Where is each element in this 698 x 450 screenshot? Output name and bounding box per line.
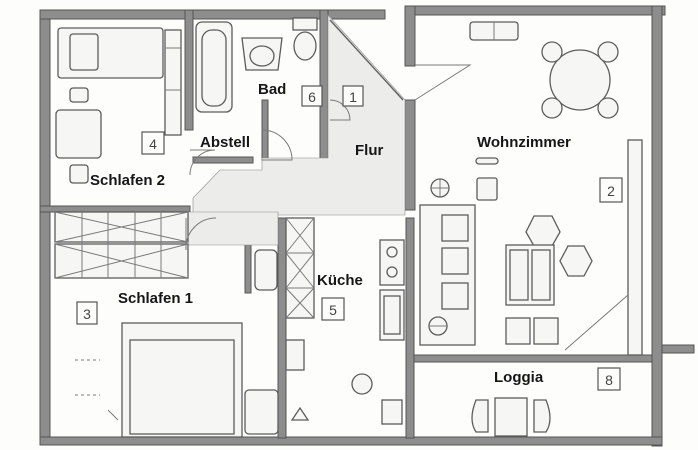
living-room-furniture xyxy=(419,21,643,356)
room-number-schlafen2-text: 4 xyxy=(149,136,157,152)
room-number-bad-text: 6 xyxy=(308,89,316,105)
walls xyxy=(39,5,695,447)
room-label-bad: Bad xyxy=(258,81,286,98)
room-numbers: 6 1 2 4 3 5 8 xyxy=(76,85,623,391)
room-number-schlafen1: 3 xyxy=(76,301,98,325)
room-label-kueche: Küche xyxy=(317,272,363,289)
room-number-bad: 6 xyxy=(301,85,323,107)
room-number-schlafen2: 4 xyxy=(141,131,165,155)
room-label-schlafen1: Schlafen 1 xyxy=(118,290,193,307)
closet-crosses xyxy=(54,211,189,279)
room-number-schlafen1-text: 3 xyxy=(83,306,91,322)
bedroom-1-furniture xyxy=(75,217,279,438)
bedroom-2-furniture xyxy=(54,27,216,279)
room-labels: Bad Flur Wohnzimmer Schlafen 2 Abstell S… xyxy=(90,81,571,386)
room-label-loggia: Loggia xyxy=(494,369,544,386)
room-number-flur-text: 1 xyxy=(349,89,357,105)
room-number-kueche-text: 5 xyxy=(329,302,337,318)
room-number-loggia-text: 8 xyxy=(605,372,613,388)
loggia-furniture xyxy=(471,397,551,437)
kitchen-fixtures xyxy=(254,217,405,425)
hallway-details xyxy=(329,19,472,121)
bathroom-fixtures xyxy=(195,17,318,161)
room-label-flur: Flur xyxy=(355,142,383,159)
room-number-wohnzimmer: 2 xyxy=(599,177,623,203)
room-label-wohnzimmer: Wohnzimmer xyxy=(477,134,571,151)
room-label-schlafen2: Schlafen 2 xyxy=(90,172,165,189)
room-label-abstell: Abstell xyxy=(200,134,250,151)
room-number-flur: 1 xyxy=(342,85,364,107)
room-number-kueche: 5 xyxy=(321,297,345,321)
room-number-loggia: 8 xyxy=(597,367,621,391)
room-number-wohnzimmer-text: 2 xyxy=(607,183,615,199)
